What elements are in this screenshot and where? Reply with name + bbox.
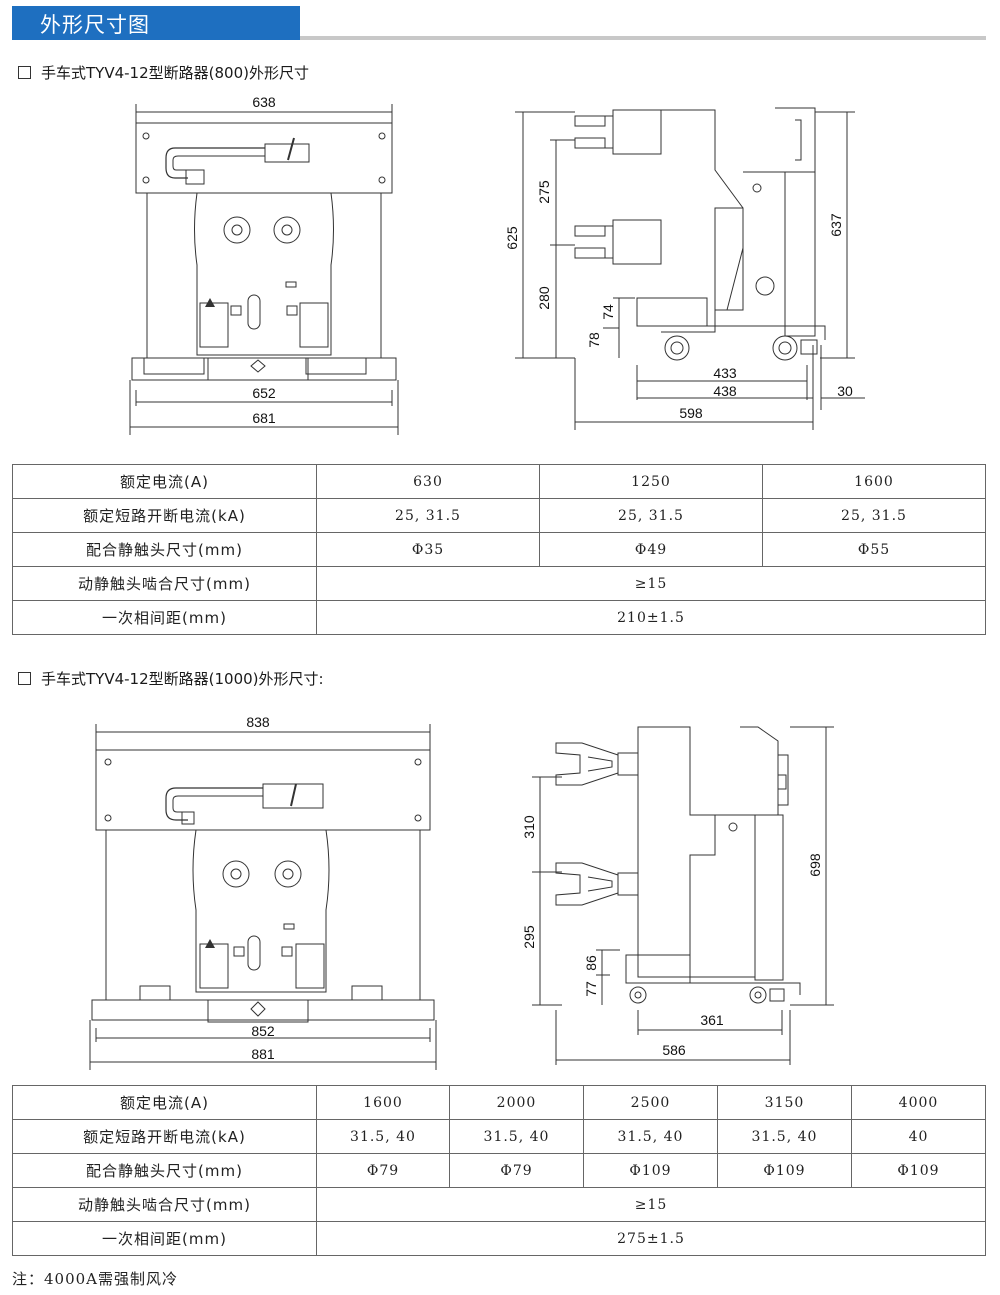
side-view-1000: 310 295 86 77 698 361 586	[521, 726, 834, 1065]
table-cell: 2000	[449, 1085, 584, 1120]
header-divider	[300, 36, 986, 40]
table-cell: Φ49	[539, 532, 763, 567]
row-label: 额定电流(A)	[12, 464, 317, 499]
table-row: 额定短路开断电流(kA) 25, 31.5 25, 31.5 25, 31.5	[12, 498, 986, 533]
dim-label: 652	[252, 385, 276, 401]
section2-title: 手车式TYV4-12型断路器(1000)外形尺寸:	[18, 668, 324, 689]
dim-label: 78	[586, 332, 602, 348]
dim-label: 295	[521, 925, 537, 949]
table-row: 额定电流(A) 630 1250 1600	[12, 464, 986, 499]
table-cell: 25, 31.5	[762, 498, 986, 533]
dim-label: 852	[251, 1023, 275, 1039]
dim-label: 681	[252, 410, 276, 426]
spec-table-1000: 额定电流(A) 1600 2000 2500 3150 4000 额定短路开断电…	[12, 1085, 986, 1256]
row-label: 动静触头啮合尺寸(mm)	[12, 1187, 317, 1222]
side-view-800: 625 275 280 74 78 637 433 438 30 598	[504, 107, 865, 430]
dim-label: 310	[521, 815, 537, 839]
table-cell: Φ55	[762, 532, 986, 567]
dim-label: 275	[536, 180, 552, 204]
row-label: 配合静触头尺寸(mm)	[12, 532, 317, 567]
dim-label: 74	[600, 304, 616, 320]
table-cell: 31.5, 40	[583, 1119, 718, 1154]
table-cell: 25, 31.5	[539, 498, 763, 533]
checkbox-icon	[18, 672, 31, 685]
table-cell: Φ79	[316, 1153, 450, 1188]
dim-label: 586	[662, 1042, 686, 1058]
checkbox-icon	[18, 66, 31, 79]
front-view-1000: 838 852 881	[89, 714, 437, 1070]
front-view-800: 638 652 681	[129, 94, 399, 435]
table-cell: Φ79	[449, 1153, 584, 1188]
table-cell: 2500	[583, 1085, 718, 1120]
dim-label: 280	[536, 286, 552, 310]
row-label: 额定短路开断电流(kA)	[12, 498, 317, 533]
dim-label: 625	[504, 226, 520, 250]
dim-label: 77	[583, 981, 599, 997]
table-cell: Φ109	[851, 1153, 986, 1188]
dim-label: 638	[252, 94, 276, 110]
row-label: 配合静触头尺寸(mm)	[12, 1153, 317, 1188]
row-label: 一次相间距(mm)	[12, 1221, 317, 1256]
table-row: 配合静触头尺寸(mm) Φ35 Φ49 Φ55	[12, 532, 986, 567]
dim-label: 838	[246, 714, 270, 730]
table-cell: Φ109	[583, 1153, 718, 1188]
dim-label: 637	[828, 213, 844, 237]
dim-label: 881	[251, 1046, 275, 1062]
table-cell: 1600	[762, 464, 986, 499]
table-cell: ≥15	[316, 566, 986, 601]
section1-title-text: 手车式TYV4-12型断路器(800)外形尺寸	[41, 64, 309, 82]
table-cell: 1600	[316, 1085, 450, 1120]
dim-label: 698	[807, 853, 823, 877]
table-cell: 210±1.5	[316, 600, 986, 635]
table-row: 额定短路开断电流(kA) 31.5, 40 31.5, 40 31.5, 40 …	[12, 1119, 986, 1154]
dim-label: 433	[713, 365, 737, 381]
dim-label: 86	[583, 955, 599, 971]
table-cell: 31.5, 40	[449, 1119, 584, 1154]
section2-title-text: 手车式TYV4-12型断路器(1000)外形尺寸:	[41, 670, 324, 688]
table-cell: Φ35	[316, 532, 540, 567]
warning-icon	[205, 298, 215, 307]
table-cell: 25, 31.5	[316, 498, 540, 533]
table-row: 动静触头啮合尺寸(mm) ≥15	[12, 566, 986, 601]
table-cell: 31.5, 40	[316, 1119, 450, 1154]
table-row: 配合静触头尺寸(mm) Φ79 Φ79 Φ109 Φ109 Φ109	[12, 1153, 986, 1188]
table-cell: 31.5, 40	[717, 1119, 852, 1154]
table-cell: 40	[851, 1119, 986, 1154]
table-cell: 3150	[717, 1085, 852, 1120]
dim-label: 438	[713, 383, 737, 399]
row-label: 动静触头啮合尺寸(mm)	[12, 566, 317, 601]
table-cell: 4000	[851, 1085, 986, 1120]
page-title: 外形尺寸图	[40, 13, 150, 37]
row-label: 一次相间距(mm)	[12, 600, 317, 635]
table-cell: 275±1.5	[316, 1221, 986, 1256]
table-cell: 630	[316, 464, 540, 499]
table-row: 一次相间距(mm) 210±1.5	[12, 600, 986, 635]
section1-title: 手车式TYV4-12型断路器(800)外形尺寸	[18, 62, 309, 83]
footnote: 注：4000A需强制风冷	[12, 1270, 179, 1288]
table-cell: ≥15	[316, 1187, 986, 1222]
dim-label: 598	[679, 405, 703, 421]
spec-table-800: 额定电流(A) 630 1250 1600 额定短路开断电流(kA) 25, 3…	[12, 464, 986, 635]
warning-icon	[205, 939, 215, 948]
table-cell: Φ109	[717, 1153, 852, 1188]
table-row: 动静触头啮合尺寸(mm) ≥15	[12, 1187, 986, 1222]
page-header: 外形尺寸图	[12, 6, 300, 40]
dim-label: 30	[837, 383, 853, 399]
dim-label: 361	[700, 1012, 724, 1028]
table-row: 额定电流(A) 1600 2000 2500 3150 4000	[12, 1085, 986, 1120]
row-label: 额定短路开断电流(kA)	[12, 1119, 317, 1154]
table-row: 一次相间距(mm) 275±1.5	[12, 1221, 986, 1256]
table-cell: 1250	[539, 464, 763, 499]
row-label: 额定电流(A)	[12, 1085, 317, 1120]
